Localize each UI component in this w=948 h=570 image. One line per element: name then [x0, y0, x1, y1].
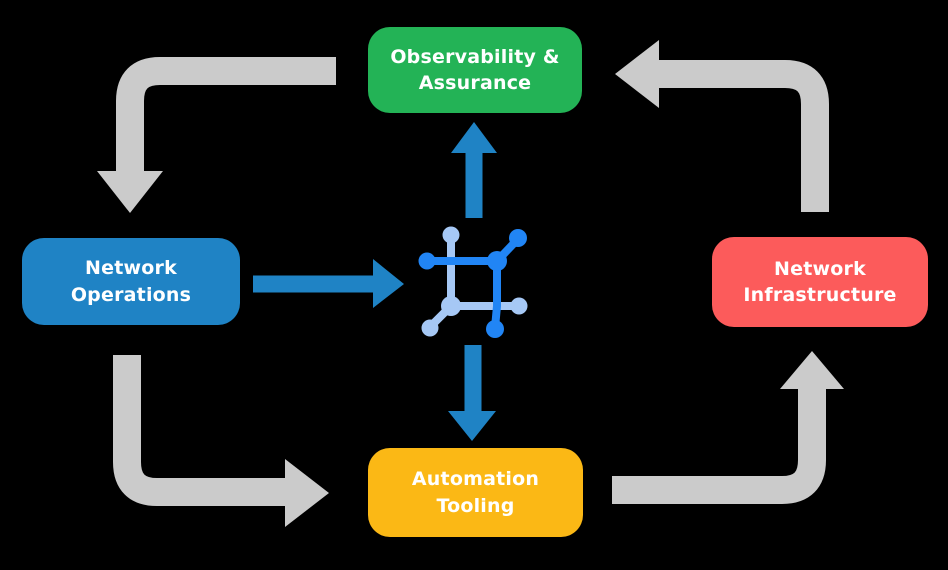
node-network-operations: Network Operations [22, 238, 240, 325]
node-observability-assurance: Observability & Assurance [368, 27, 582, 113]
arrow-automation-to-infrastructure [612, 351, 844, 504]
network-device-icon [418, 226, 528, 338]
arrow-operations-to-hub [253, 259, 404, 308]
node-network-infrastructure: Network Infrastructure [712, 237, 928, 327]
node-label-line: Infrastructure [743, 284, 897, 306]
node-label-line: Assurance [418, 72, 532, 94]
node-label-line: Network [774, 257, 866, 280]
arrow-hub-to-automation [448, 345, 496, 441]
node-label-line: Automation [411, 468, 540, 491]
node-label-line: Operations [70, 283, 192, 306]
arrow-infrastructure-to-observability [615, 40, 829, 212]
arrow-hub-to-observability [451, 122, 497, 218]
arrow-operations-to-automation [113, 355, 329, 527]
node-label-line: Network [85, 257, 177, 280]
node-label-line: Observability & [390, 45, 560, 68]
node-label-line: Tooling [436, 494, 515, 517]
arrow-observability-to-operations [97, 57, 336, 213]
node-automation-tooling: Automation Tooling [368, 448, 583, 537]
